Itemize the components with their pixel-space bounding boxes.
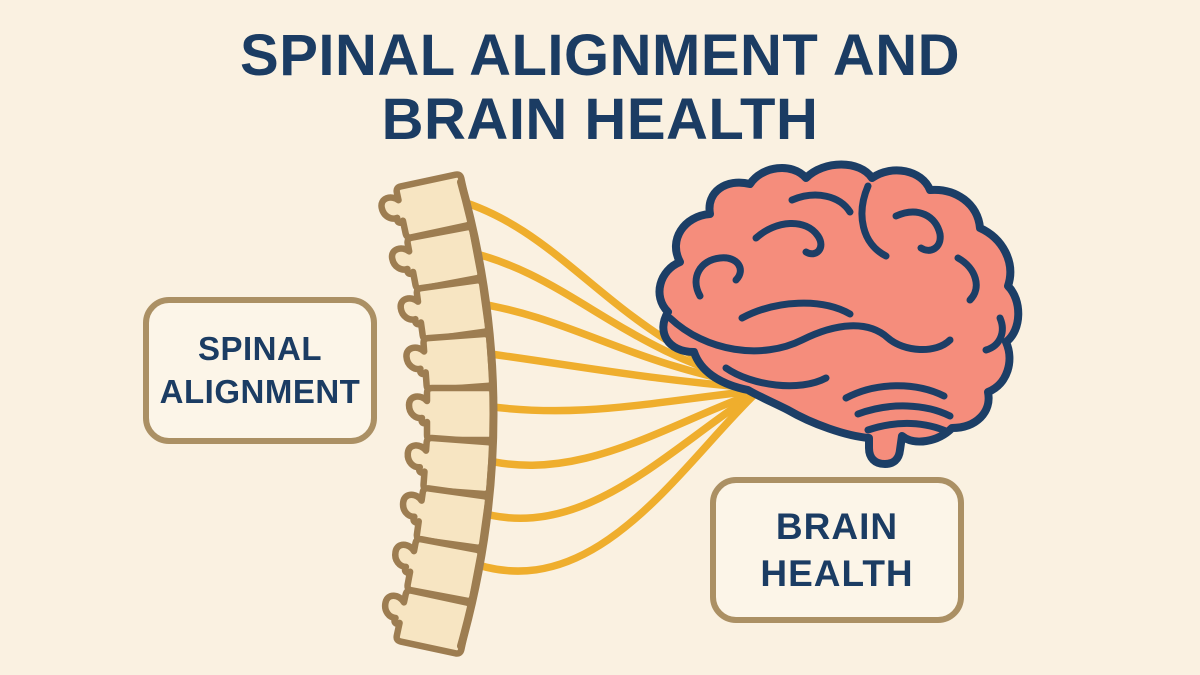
brain-fold xyxy=(738,299,854,322)
brain-fold xyxy=(692,254,744,300)
brain-fold xyxy=(666,314,954,355)
vertebra xyxy=(405,384,497,444)
spinal-alignment-label-line2: ALIGNMENT xyxy=(159,372,361,410)
vertebra xyxy=(392,535,484,605)
spinal-alignment-label-line1: SPINAL xyxy=(197,330,322,368)
vertebra xyxy=(399,485,492,551)
nerve-fiber xyxy=(460,389,760,575)
nerve-fiber xyxy=(472,348,768,393)
spine-illustration xyxy=(378,171,498,657)
page-title-line-1: SPINAL ALIGNMENT AND xyxy=(240,23,960,88)
nerve-fiber xyxy=(468,388,762,523)
brain-illustration xyxy=(655,160,1023,468)
brain-health-label-line2: HEALTH xyxy=(760,553,914,594)
page-title: SPINAL ALIGNMENT AND BRAIN HEALTH xyxy=(0,24,1200,152)
page-title-line-2: BRAIN HEALTH xyxy=(381,86,819,152)
spine-rail xyxy=(457,178,498,650)
brain-health-label: BRAIN HEALTH xyxy=(710,477,964,623)
brain-fold xyxy=(892,208,944,254)
vertebra xyxy=(404,434,496,498)
brain-fold xyxy=(982,314,1006,354)
cerebellum-fold xyxy=(842,382,948,402)
brain-fold xyxy=(954,254,980,304)
brain-fold xyxy=(722,364,830,390)
nerve-fibers-illustration xyxy=(446,194,768,575)
cerebellum-fold xyxy=(864,420,952,436)
brain-fold xyxy=(788,191,854,216)
cerebellum-fold xyxy=(854,402,954,420)
spinal-alignment-label: SPINAL ALIGNMENT xyxy=(143,297,377,444)
brain-health-label-line1: BRAIN xyxy=(775,505,899,547)
nerve-fiber xyxy=(473,387,764,469)
brain-fold xyxy=(858,182,890,260)
nerve-fiber xyxy=(474,386,766,415)
brain-fold xyxy=(752,220,825,258)
vertebra xyxy=(403,330,496,394)
